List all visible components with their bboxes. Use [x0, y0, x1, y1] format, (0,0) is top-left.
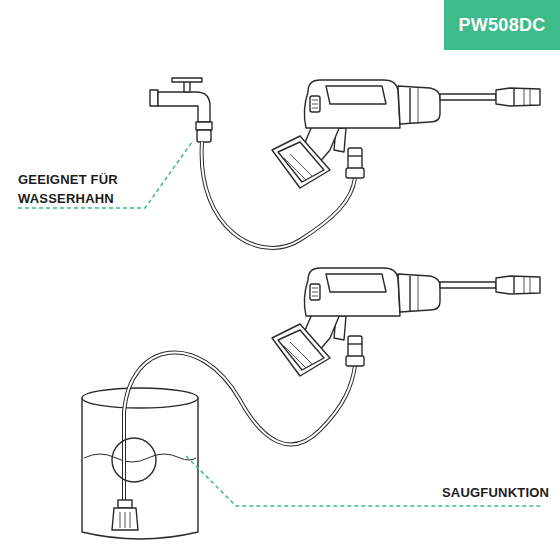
float-and-filter	[112, 438, 156, 530]
hose	[124, 352, 355, 500]
callout-label: SAUGFUNKTION	[442, 483, 549, 502]
model-badge: PW508DC	[444, 0, 560, 50]
callout-label: GEEIGNET FÜR WASSERHAHN	[18, 170, 142, 208]
hose	[124, 352, 355, 500]
pressure-washer-gun	[272, 80, 540, 188]
leader-line	[18, 142, 192, 208]
pressure-washer-gun	[272, 268, 540, 376]
bucket	[82, 388, 198, 539]
water-tap	[150, 78, 212, 142]
model-name: PW508DC	[458, 15, 545, 36]
